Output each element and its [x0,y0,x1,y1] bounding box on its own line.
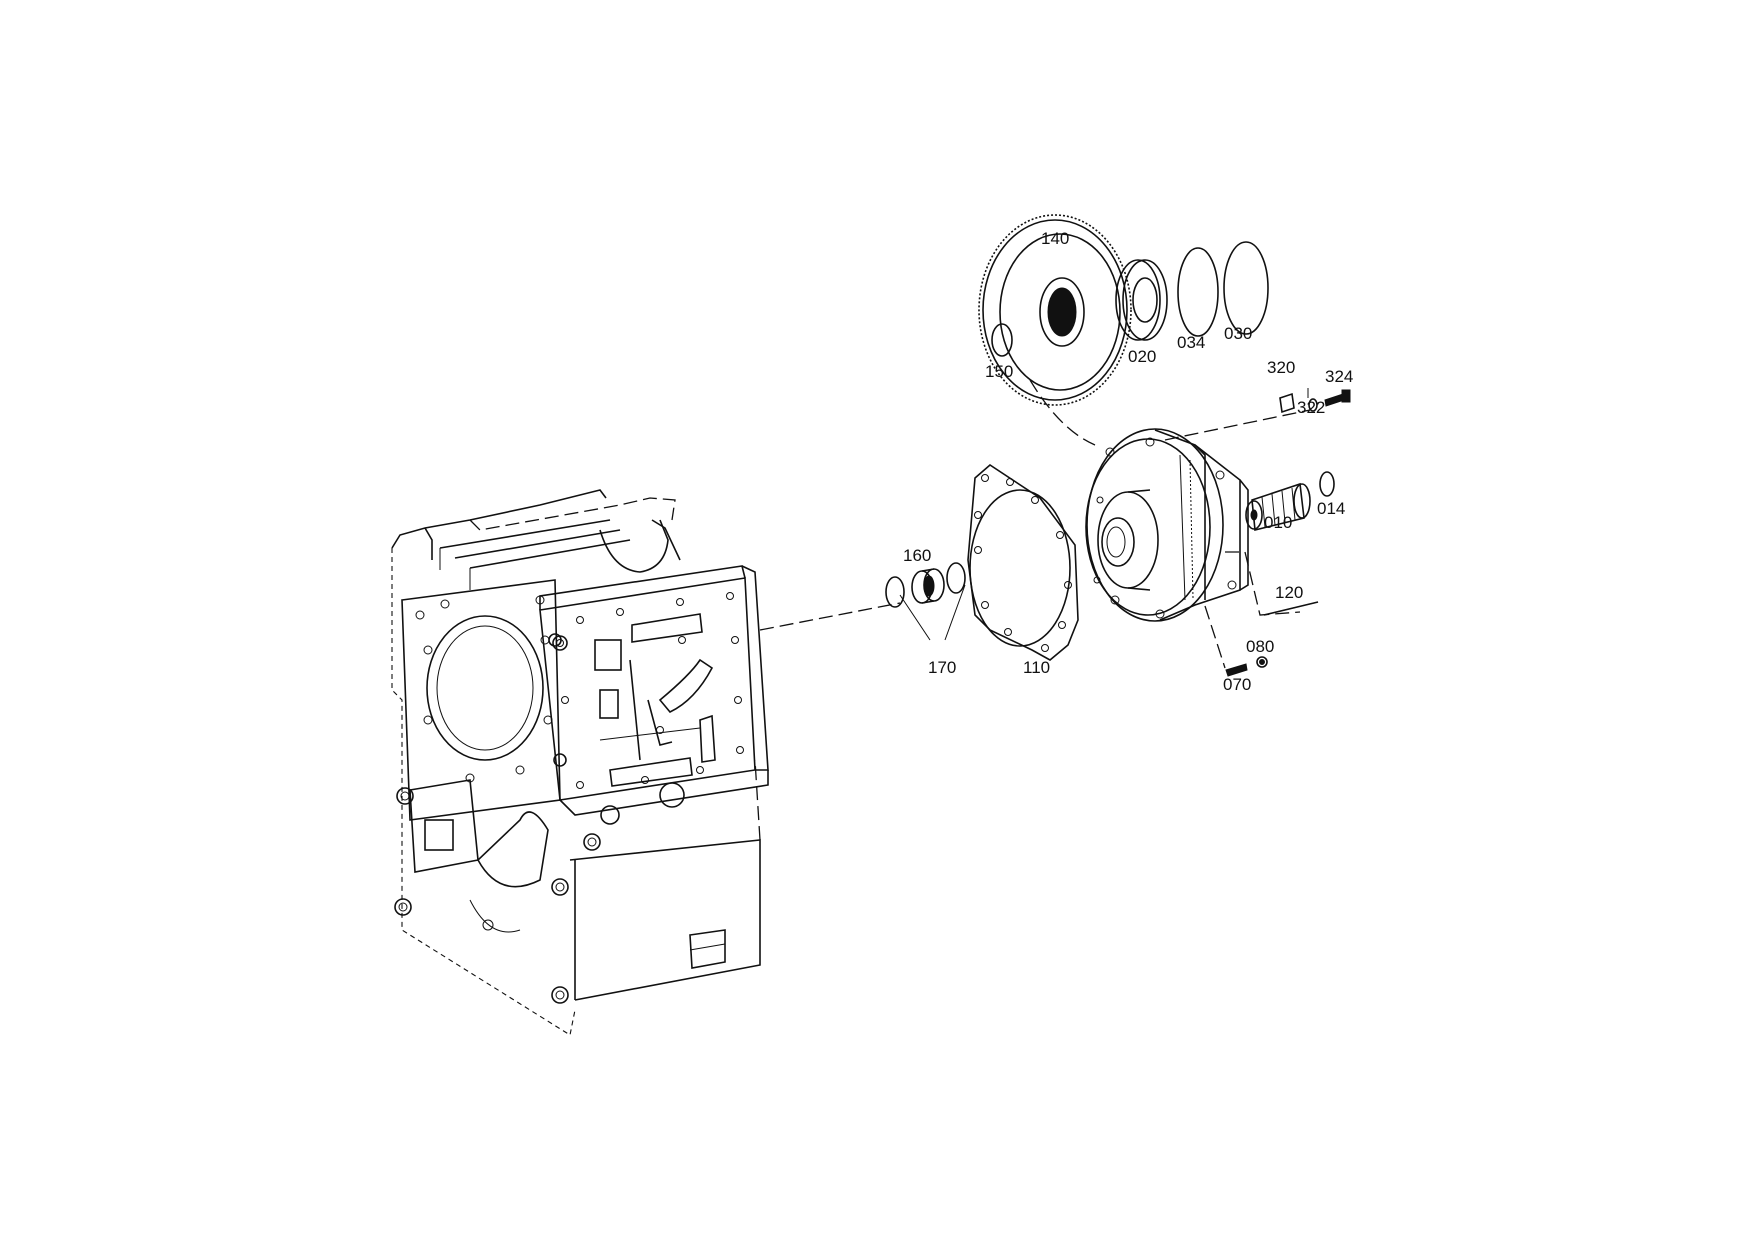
part-label-150: 150 [985,362,1013,381]
needle-bearing-160 [911,568,945,604]
part-label-034: 034 [1177,333,1205,352]
part-label-010: 010 [1264,513,1292,532]
part-label-170: 170 [928,658,956,677]
ring-034 [1177,247,1219,337]
part-label-030: 030 [1224,324,1252,343]
gear-140 [978,214,1132,406]
part-label-322: 322 [1297,398,1325,417]
ring-170-a [885,576,905,608]
pin-120 [1263,601,1319,616]
part-label-080: 080 [1246,637,1274,656]
plug-070 [1225,663,1248,677]
washer-322 [1308,398,1318,412]
part-label-014: 014 [1317,499,1345,518]
part-label-020: 020 [1128,347,1156,366]
ring-030 [1223,241,1269,335]
ring-170-b [946,562,966,594]
part-label-160: 160 [903,546,931,565]
part-label-120: 120 [1275,583,1303,602]
assembly-center-lines [759,379,1311,669]
part-label-140: 140 [1041,229,1069,248]
plate-320 [1279,392,1295,414]
part-label-320: 320 [1267,358,1295,377]
screw-324 [1324,389,1351,407]
pto-housing [1085,428,1249,622]
gasket-110 [967,463,1079,661]
part-label-324: 324 [1325,367,1353,386]
shaft-010 [1245,482,1311,531]
snap-ring-150 [991,323,1013,357]
nut-080 [1256,656,1268,668]
part-labels: 140 150 020 034 030 320 324 322 010 014 … [903,229,1353,694]
bearing-020 [1115,259,1168,341]
part-label-070: 070 [1223,675,1251,694]
ring-014 [1319,471,1335,497]
part-label-110: 110 [1023,658,1050,677]
transmission-housing [391,489,769,1036]
